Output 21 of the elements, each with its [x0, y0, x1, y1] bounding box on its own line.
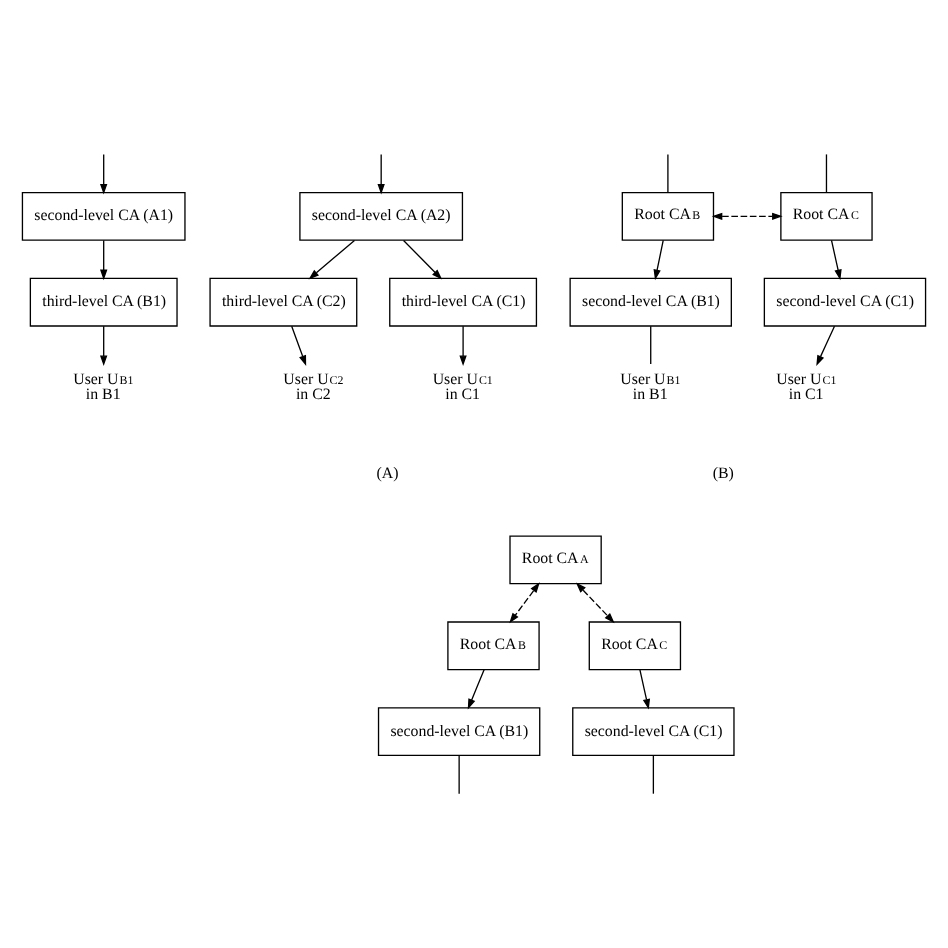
arrow	[711, 212, 783, 221]
arrow	[639, 669, 651, 710]
arrow	[308, 239, 356, 280]
arrow	[100, 239, 108, 281]
arrow	[509, 582, 540, 624]
arrow	[377, 153, 385, 195]
arrow	[100, 153, 108, 195]
arrow	[467, 669, 485, 710]
arrow	[459, 325, 467, 367]
arrow	[291, 325, 307, 366]
arrow	[653, 239, 664, 281]
connector	[652, 754, 655, 795]
connector	[667, 153, 669, 194]
connector	[825, 153, 828, 194]
arrow	[816, 325, 836, 366]
connector	[458, 754, 460, 795]
arrow	[100, 325, 108, 367]
arrow	[830, 239, 842, 281]
connector	[650, 325, 652, 365]
arrow	[402, 239, 443, 280]
arrow	[575, 582, 615, 624]
